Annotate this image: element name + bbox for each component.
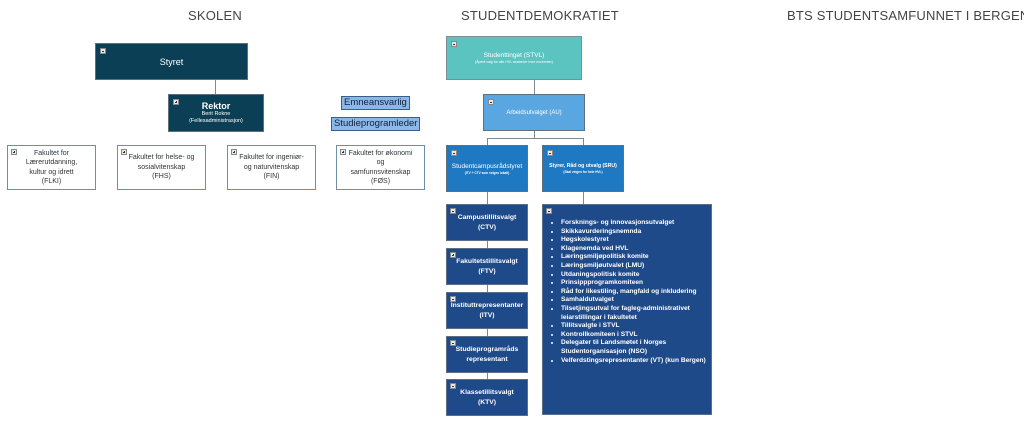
connector-line: [487, 138, 488, 145]
node-subtitle: (Skal velges for hele HVL): [563, 170, 603, 174]
collapse-icon[interactable]: [451, 150, 457, 156]
collapse-icon[interactable]: [100, 48, 106, 54]
node-label: Fakultet for ingeniør- og naturvitenskap…: [239, 154, 304, 181]
list-item: Utdaningspolitisk komite: [561, 271, 707, 280]
node-title: Rektor: [201, 101, 231, 111]
collapse-icon[interactable]: [450, 296, 456, 302]
node-studentcampusradstyret[interactable]: Studentcampusrådstyret (ITV + CTV som ve…: [446, 145, 528, 192]
section-title-studentdemokratiet: STUDENTDEMOKRATIET: [461, 8, 619, 23]
expand-icon[interactable]: [121, 149, 127, 155]
list-item: Samhaldutvalget: [561, 296, 707, 305]
collapse-icon[interactable]: [546, 208, 552, 214]
list-item: Råd for likestiling, mangfald og inklude…: [561, 288, 707, 297]
node-committees-list[interactable]: Forsknings- og innovasjonsutvalget Skikk…: [542, 204, 712, 415]
node-fakultet-fin[interactable]: Fakultet for ingeniør- og naturvitenskap…: [227, 145, 316, 190]
node-fakultetstillitsvalgt[interactable]: Fakultetstillitsvalgt (FTV): [446, 248, 528, 285]
list-item: Skikkavurderingsnemnda: [561, 228, 707, 237]
node-campustillitsvalgt[interactable]: Campustillitsvalgt (CTV): [446, 204, 528, 241]
expand-icon[interactable]: [173, 99, 179, 105]
collapse-icon[interactable]: [488, 99, 494, 105]
expand-icon[interactable]: [11, 149, 17, 155]
node-label: Fakultet for Lærerutdanning, kultur og i…: [25, 149, 78, 185]
list-item: Læringsmiljøutvalet (LMU): [561, 262, 707, 271]
list-item: Velferdstingsrepresentanter (VT) (kun Be…: [561, 357, 707, 366]
node-subtitle: (ITV + CTV som velges lokalt): [464, 170, 510, 175]
node-title: Arbeidsutvalget (AU): [506, 109, 562, 116]
expand-icon[interactable]: [231, 149, 237, 155]
collapse-icon[interactable]: [547, 150, 553, 156]
node-fakultet-flki[interactable]: Fakultet for Lærerutdanning, kultur og i…: [7, 145, 96, 190]
list-item: Tillitsvalgte i STVL: [561, 322, 707, 331]
node-fakultet-fos[interactable]: Fakultet for økonomi og samfunnsvitenska…: [336, 145, 425, 190]
committee-list: Forsknings- og innovasjonsutvalget Skikk…: [543, 219, 707, 365]
node-fakultet-fhs[interactable]: Fakultet for helse- og sosialvitenskap (…: [117, 145, 206, 190]
tag-studieprogramleder[interactable]: Studieprogramleder: [331, 117, 421, 131]
node-sru[interactable]: Styrer, Råd og utvalg (SRU) (Skal velges…: [542, 145, 624, 192]
list-item: Klagenemda ved HVL: [561, 245, 707, 254]
list-item: Kontrollkomiteen i STVL: [561, 331, 707, 340]
node-person: Berit Rokne: [201, 111, 231, 117]
list-item: Tilsetjingsutval for fagleg-administrati…: [561, 305, 707, 322]
list-item: Læringsmiljøpolitisk komite: [561, 253, 707, 262]
tag-emneansvarlig[interactable]: Emneansvarlig: [341, 96, 410, 110]
collapse-icon[interactable]: [450, 383, 456, 389]
node-klassetillitsvalgt[interactable]: Klassetillitsvalgt (KTV): [446, 379, 528, 416]
node-styret[interactable]: Styret: [95, 43, 248, 80]
collapse-icon[interactable]: [450, 340, 456, 346]
section-title-skolen: SKOLEN: [188, 8, 242, 23]
collapse-icon[interactable]: [450, 208, 456, 214]
connector-line: [534, 131, 535, 138]
expand-icon[interactable]: [340, 149, 346, 155]
expand-icon[interactable]: [450, 252, 456, 258]
node-studieprogramrads-representant[interactable]: Studieprogramråds representant: [446, 336, 528, 373]
connector-line: [215, 80, 216, 94]
node-title: Studentcampusrådstyret: [451, 162, 523, 170]
node-arbeidsutvalget[interactable]: Arbeidsutvalget (AU): [483, 94, 585, 131]
node-label: Fakultet for økonomi og samfunnsvitenska…: [348, 149, 413, 185]
list-item: Prinsippprogramkomiteen: [561, 279, 707, 288]
section-title-bts: BTS STUDENTSAMFUNNET I BERGEN: [787, 8, 1024, 23]
node-rektor[interactable]: Rektor Berit Rokne (Fellesadministrasjon…: [168, 94, 264, 132]
connector-line: [583, 138, 584, 145]
node-title: Styrer, Råd og utvalg (SRU): [549, 163, 617, 169]
node-subtitle: (Åpent valg for alle HVL studenter hver …: [475, 60, 553, 64]
node-label: Fakultet for helse- og sosialvitenskap (…: [128, 154, 195, 181]
collapse-icon[interactable]: [451, 41, 457, 47]
node-unit: (Fellesadministrasjon): [189, 118, 243, 124]
connector-line: [534, 80, 535, 94]
list-item: Høgskolestyret: [561, 236, 707, 245]
connector-line: [583, 192, 584, 204]
list-item: Delegater til Landsmøtet i Norges Studen…: [561, 339, 707, 356]
node-title: Studenttinget (STVL): [483, 52, 545, 59]
list-item: Forsknings- og innovasjonsutvalget: [561, 219, 707, 228]
node-studenttinget[interactable]: Studenttinget (STVL) (Åpent valg for all…: [446, 36, 582, 80]
node-title: Styret: [159, 56, 184, 67]
connector-line: [487, 138, 583, 139]
node-instituttrepresentanter[interactable]: Instituttrepresentanter (ITV): [446, 292, 528, 329]
